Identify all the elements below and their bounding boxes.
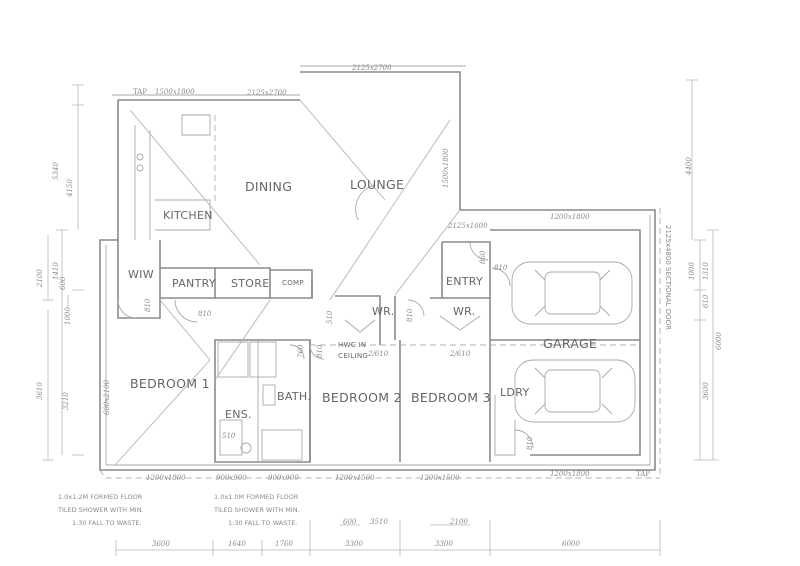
window-label: 900x900 [216, 474, 247, 482]
dim-label: 4150 [66, 179, 74, 197]
door-label: 760 [297, 344, 305, 358]
room-label-bedroom3: BEDROOM 3 [411, 390, 491, 405]
window-label: 1500x1800 [442, 148, 450, 188]
dim-label: 3610 [36, 382, 44, 400]
door-label: 2/610 [368, 350, 389, 358]
window-label: 1200x1500 [335, 474, 375, 482]
label-hwc-ceiling: CEILING [338, 352, 369, 360]
window-label: 2125x1600 [448, 222, 488, 230]
window-label: 600x2100 [103, 379, 111, 415]
room-label-bath: BATH. [277, 390, 312, 403]
dim-label: 3210 [62, 392, 70, 410]
room-label-wr-bedroom3: WR. [453, 305, 476, 318]
interior-walls [117, 114, 641, 463]
dim-label: 1640 [228, 540, 246, 548]
window-label: 1500x1800 [155, 88, 195, 96]
dim-label: 1310 [702, 262, 710, 280]
window-label: 1200x1500 [420, 474, 460, 482]
wardrobe-doors [344, 315, 481, 333]
room-label-wiw: WIW [128, 268, 154, 281]
room-label-garage: GARAGE [543, 336, 598, 351]
door-label: 810 [526, 436, 534, 450]
car-icon-top [511, 261, 633, 325]
dim-label: 6000 [715, 332, 723, 350]
dim-label: 600 [343, 518, 357, 526]
stove-icon [136, 153, 144, 172]
dim-label: 3300 [435, 540, 453, 548]
window-label: 1200x1800 [146, 474, 186, 482]
door-label: 810 [406, 308, 414, 322]
door-label: 810 [144, 298, 152, 312]
dim-label: 6000 [562, 540, 580, 548]
label-hwc: HWC IN [338, 341, 367, 349]
door-label: 510 [222, 432, 236, 440]
hip-lines [114, 99, 461, 466]
bottom-dimensions [115, 520, 661, 556]
dim-label: 3600 [702, 382, 710, 400]
room-label-dining: DINING [245, 179, 293, 194]
dim-label: 2100 [450, 518, 468, 526]
dim-label: 4400 [685, 157, 693, 175]
dim-label: 5340 [52, 162, 60, 180]
car-icon-bottom [514, 359, 636, 423]
room-label-wr-bedroom2: WR. [372, 305, 395, 318]
door-swings [117, 184, 534, 449]
door-label: 810 [316, 344, 324, 358]
dim-label: 3300 [345, 540, 363, 548]
room-label-store: STORE [231, 277, 270, 290]
room-label-lounge: LOUNGE [350, 177, 405, 192]
right-dimensions [686, 79, 719, 461]
window-label: 1200x1800 [550, 213, 590, 221]
bath-shower-note: 1.0x1.0M FORMED FLOOR TILED SHOWER WITH … [214, 493, 300, 527]
room-label-entry: ENTRY [446, 275, 484, 288]
door-label: 810 [198, 310, 212, 318]
window-label: 2125x2700 [352, 64, 392, 72]
dim-label: 600 [59, 276, 67, 290]
door-label: 2/610 [450, 350, 471, 358]
dim-label: 3510 [370, 518, 388, 526]
room-label-ens: ENS. [225, 408, 252, 421]
dim-label: 1000 [64, 307, 72, 325]
dim-label: 610 [702, 294, 710, 308]
door-label: 860 [479, 250, 487, 264]
door-label: 510 [326, 310, 334, 324]
tap-label-bottom: TAP [636, 470, 651, 478]
ens-shower-note: 1.0x1.2M FORMED FLOOR TILED SHOWER WITH … [58, 493, 144, 527]
room-label-pantry: PANTRY [172, 277, 216, 290]
room-label-bedroom1: BEDROOM 1 [130, 376, 210, 391]
room-label-ldry: LDRY [500, 386, 530, 399]
dim-label: 2100 [36, 269, 44, 287]
window-label: 900x900 [268, 474, 299, 482]
dim-label: 1000 [688, 262, 696, 280]
garage-door-label: 2125x4800 SECTIONAL DOOR [664, 225, 672, 331]
room-label-comp: COMP. [282, 279, 306, 287]
window-label: 1200x1800 [550, 470, 590, 478]
room-label-kitchen: KITCHEN [163, 209, 213, 222]
dim-label: 3600 [152, 540, 170, 548]
bath-fixtures [217, 341, 303, 461]
left-dimensions [42, 84, 84, 461]
dim-label: 1760 [275, 540, 293, 548]
window-label: 2125x2700 [247, 89, 287, 97]
tap-label-top: TAP [133, 88, 148, 96]
room-label-bedroom2: BEDROOM 2 [322, 390, 402, 405]
door-label: 810 [494, 264, 508, 272]
